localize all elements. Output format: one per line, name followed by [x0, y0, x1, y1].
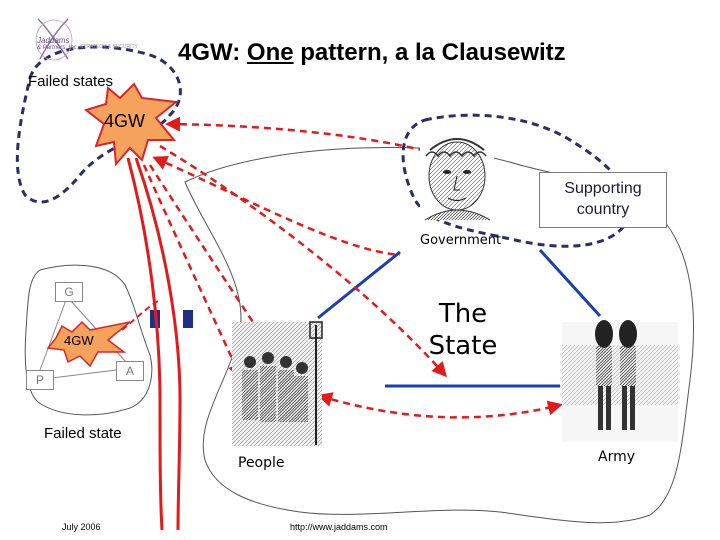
- army-soldiers-image: [562, 320, 678, 442]
- logo-subtitle: & Partners, Inc.: [37, 45, 79, 51]
- footer-url[interactable]: http://www.jaddams.com: [290, 522, 388, 532]
- fourgw-small-star-shape: [46, 320, 131, 368]
- box-g-label: G: [55, 282, 83, 302]
- influence-dashed-to-people-2: [142, 164, 242, 379]
- title-suffix: pattern, a la Clausewitz: [300, 39, 566, 66]
- the-state-label: The State: [418, 298, 508, 362]
- trinity-line-government-army: [538, 248, 602, 318]
- fourgw-small-label: 4GW: [64, 333, 94, 348]
- government-label: Government: [420, 233, 502, 248]
- influence-dashed-to-state: [159, 144, 447, 378]
- army-label: Army: [598, 449, 636, 465]
- box-p-label: P: [26, 370, 54, 390]
- box-a-label: A: [116, 361, 144, 381]
- attack-line-solid-2: [134, 157, 182, 531]
- logo-name: Jaddams: [37, 36, 70, 45]
- the-state-line1: The: [438, 299, 488, 329]
- title-prefix: 4GW:: [178, 39, 241, 66]
- slide-title: 4GW: One pattern, a la Clausewitz: [178, 39, 566, 66]
- people-crowd-image: [232, 321, 323, 446]
- logo-emblem-icon: [35, 18, 73, 61]
- company-logo: Jaddams & Partners, Inc. STRATEGY & SECU…: [28, 14, 138, 64]
- supporting-country-line2: country: [576, 201, 630, 218]
- failed-states-label: Failed states: [28, 73, 114, 90]
- the-state-line2: State: [428, 331, 498, 361]
- trinity-line-government-people: [317, 250, 401, 320]
- fourgw-main-label: 4GW: [104, 111, 146, 131]
- marker-block-right: [183, 310, 193, 328]
- logo-tagline: STRATEGY & SECURITY: [80, 44, 138, 50]
- failed-state-label: Failed state: [44, 425, 122, 442]
- triangle-line-p-a: [51, 369, 117, 379]
- influence-dashed-to-supporting: [152, 155, 401, 257]
- napoleon-portrait-image: [420, 128, 494, 221]
- triangle-line-g-p: [39, 299, 67, 371]
- influence-dashed-to-government: [165, 116, 431, 154]
- failed-states-dashed-outline: [15, 45, 182, 204]
- failed-state-outline: [24, 264, 153, 416]
- influence-dashed-small-4gw: [121, 299, 161, 331]
- supporting-country-line1: Supporting: [564, 180, 642, 197]
- attack-line-solid-1: [126, 157, 164, 531]
- supporting-country-dashed-outline: [401, 113, 632, 248]
- footer-date: July 2006: [62, 522, 101, 532]
- fourgw-main-star-shape: [83, 82, 179, 167]
- people-label: People: [238, 455, 285, 471]
- title-emphasis: One: [246, 39, 294, 66]
- supporting-country-box: Supporting country: [539, 172, 667, 228]
- influence-dashed-to-army: [317, 392, 563, 419]
